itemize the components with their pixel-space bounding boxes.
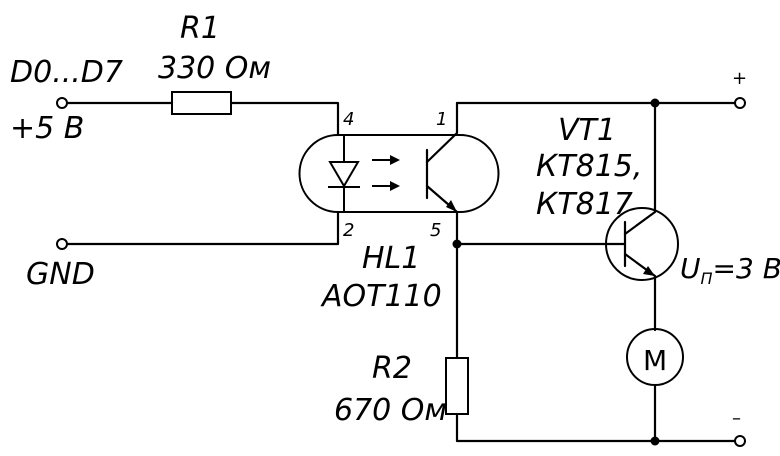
ground-label: GND <box>26 257 95 292</box>
input-terminal <box>56 97 68 109</box>
optocoupler-body <box>298 134 500 213</box>
input-wire <box>65 101 340 137</box>
resistor-r2 <box>445 357 469 415</box>
plus-label: + <box>732 68 747 89</box>
positive-terminal <box>734 97 746 109</box>
r1-value: 330 Ом <box>158 51 271 86</box>
vt1-name: VT1 <box>558 113 616 148</box>
led-symbol <box>328 135 360 212</box>
minus-label: – <box>732 408 741 429</box>
pin-2-label: 2 <box>343 220 354 241</box>
voltage-label: UП=3 В <box>680 252 780 288</box>
r2-name: R2 <box>372 351 412 386</box>
transistor-vt1 <box>605 101 679 332</box>
phototransistor-symbol <box>425 101 459 246</box>
resistor-r1 <box>171 91 232 115</box>
negative-terminal <box>734 435 746 447</box>
pin-1-label: 1 <box>436 109 447 130</box>
supply-label: +5 В <box>10 111 84 146</box>
input-label: D0...D7 <box>10 55 123 90</box>
r2-value: 670 Ом <box>334 393 447 428</box>
hl1-type: АОТ110 <box>320 279 442 314</box>
pin-4-label: 4 <box>343 109 354 130</box>
motor-label: М <box>643 344 667 377</box>
hl1-name: HL1 <box>362 241 420 276</box>
vt1-type-2: КТ817 <box>536 187 633 222</box>
r1-name: R1 <box>180 11 220 46</box>
light-arrows <box>372 155 400 191</box>
negative-rail <box>455 242 737 443</box>
motor-symbol <box>626 328 684 443</box>
vt1-type-1: КТ815, <box>536 149 642 184</box>
pin-5-label: 5 <box>430 220 441 241</box>
ground-wire <box>65 210 340 246</box>
ground-terminal <box>56 238 68 250</box>
